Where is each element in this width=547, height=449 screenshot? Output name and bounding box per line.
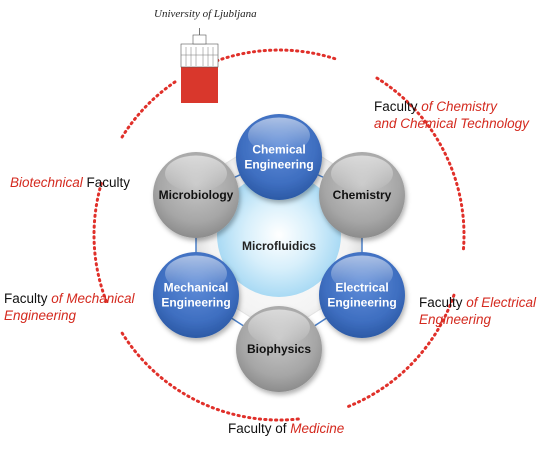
faculty-mechanical-accent: of Mechanical: [51, 291, 135, 306]
label-line: Microbiology: [159, 188, 234, 202]
dotted-ring-arc-4: [120, 331, 300, 422]
label-line: Chemistry: [333, 188, 392, 202]
label-line: Biophysics: [247, 342, 311, 356]
label-line: Electrical: [335, 281, 388, 295]
label-biophysics: Biophysics: [247, 342, 311, 356]
faculty-mechanical-accent2: Engineering: [4, 308, 77, 323]
circle-highlight: [248, 117, 310, 154]
faculty-electrical-accent: of Electrical: [466, 295, 537, 310]
label-line: Engineering: [244, 158, 313, 172]
faculty-biotechnical-suffix: Faculty: [82, 175, 131, 190]
faculty-mechanical-label: Faculty of Mechanical Engineering: [4, 290, 135, 324]
circle-highlight: [248, 309, 310, 346]
center-glow: [217, 173, 341, 297]
label-microbiology: Microbiology: [159, 188, 234, 202]
faculty-chemistry-label: Faculty of Chemistry and Chemical Techno…: [374, 98, 529, 132]
university-name: University of Ljubljana: [154, 8, 257, 20]
label-chemistry: Chemistry: [333, 188, 392, 202]
faculty-biotechnical-accent: Biotechnical: [10, 175, 83, 190]
faculty-electrical-label: Faculty of Electrical Engineering: [419, 294, 536, 328]
faculty-electrical-prefix: Faculty: [419, 295, 467, 310]
node-microbiology: Microbiology: [153, 152, 239, 238]
faculty-biotechnical-label: Biotechnical Faculty: [10, 174, 130, 191]
circle-highlight: [165, 155, 227, 192]
faculty-chemistry-accent2: and Chemical Technology: [374, 116, 529, 131]
center-label: Microfluidics: [242, 239, 316, 253]
faculty-medicine-label: Faculty of Medicine: [228, 420, 344, 437]
faculty-chemistry-prefix: Faculty: [374, 99, 422, 114]
dotted-ring-arc-3: [346, 293, 456, 408]
faculty-ring: [92, 48, 466, 422]
faculty-chemistry-accent: of Chemistry: [421, 99, 498, 114]
faculty-medicine-accent: Medicine: [290, 421, 345, 436]
faculty-medicine-prefix: Faculty of: [228, 421, 291, 436]
node-biophysics: Biophysics: [236, 306, 322, 392]
label-line: Engineering: [161, 296, 230, 310]
dotted-ring-arc-5: [92, 179, 108, 303]
circle-highlight: [331, 155, 393, 192]
circle-highlight: [165, 255, 227, 292]
dotted-ring-arc-6: [120, 80, 177, 139]
dotted-ring-arc-2: [375, 76, 466, 253]
label-line: Engineering: [327, 296, 396, 310]
label-line: Chemical: [252, 143, 305, 157]
faculty-electrical-accent2: Engineering: [419, 312, 492, 327]
faculty-mechanical-prefix: Faculty: [4, 291, 52, 306]
university-building-logo: [180, 28, 219, 103]
circle-highlight: [331, 255, 393, 292]
node-chemistry: Chemistry: [319, 152, 405, 238]
label-line: Mechanical: [164, 281, 229, 295]
